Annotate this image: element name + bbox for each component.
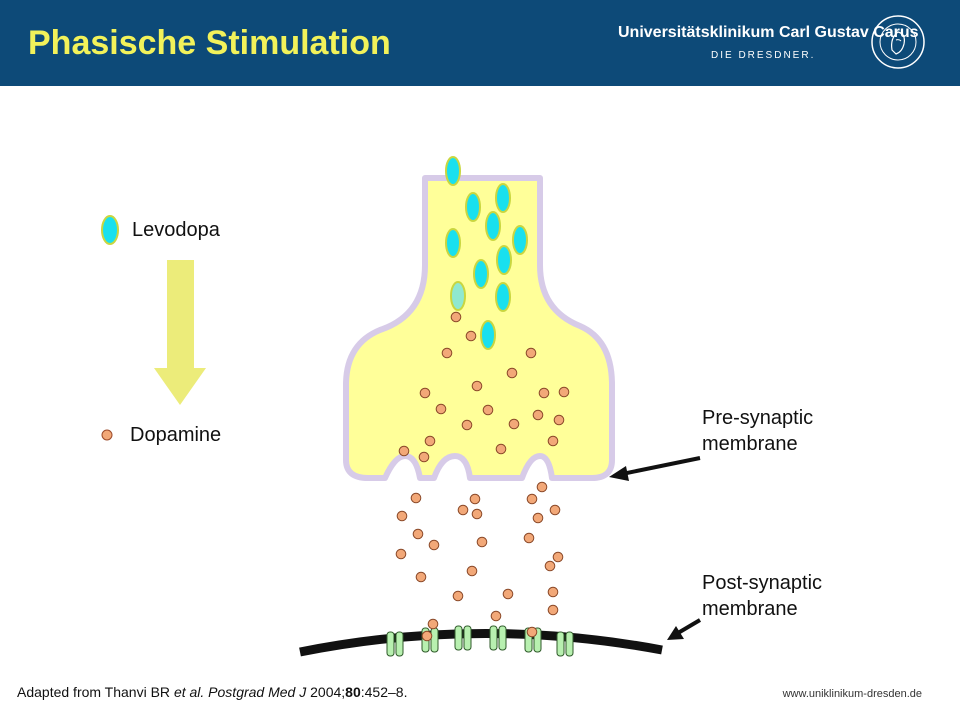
dopamine-receptor: [489, 625, 507, 651]
dopamine-molecule: [452, 590, 464, 602]
citation-year: 2004;: [306, 684, 346, 700]
dopamine-molecule: [415, 571, 427, 583]
dopamine-molecule: [471, 380, 483, 392]
website-url: www.uniklinikum-dresden.de: [782, 688, 922, 700]
dopamine-molecule: [418, 451, 430, 463]
pre-synaptic-label-line1: Pre-synaptic: [702, 407, 814, 429]
levodopa-molecule: [445, 228, 461, 258]
dopamine-molecule: [558, 386, 570, 398]
institution-name: Universitätsklinikum Carl Gustav Carus: [618, 24, 919, 41]
levodopa-molecule: [496, 245, 512, 275]
dopamine-molecule: [547, 604, 559, 616]
page-title: Phasische Stimulation: [28, 24, 391, 62]
citation-volume: 80: [345, 684, 361, 700]
dopamine-molecule: [441, 347, 453, 359]
levodopa-label: Levodopa: [132, 219, 220, 241]
dopamine-molecule: [553, 414, 565, 426]
citation-prefix: Adapted from Thanvi BR: [17, 684, 174, 700]
citation: Adapted from Thanvi BR et al. Postgrad M…: [17, 684, 407, 700]
dopamine-molecule: [536, 481, 548, 493]
dopamine-receptor: [556, 631, 574, 657]
dopamine-molecule: [469, 493, 481, 505]
dopamine-molecule: [457, 504, 469, 516]
pre-synaptic-pointer: [609, 456, 701, 481]
levodopa-molecule: [495, 183, 511, 213]
levodopa-molecule: [445, 156, 461, 186]
dopamine-molecule: [547, 435, 559, 447]
levodopa-molecule: [495, 282, 511, 312]
dopamine-molecule: [547, 586, 559, 598]
dopamine-molecule: [419, 387, 431, 399]
dopamine-molecule: [552, 551, 564, 563]
receptors: [386, 625, 574, 657]
pre-synaptic-label-line2: membrane: [702, 433, 798, 455]
pre-synaptic-label: Pre-synaptic membrane: [702, 405, 813, 457]
dopamine-molecule: [495, 443, 507, 455]
dopamine-molecule: [412, 528, 424, 540]
dopamine-molecule: [482, 404, 494, 416]
dopamine-molecule: [523, 532, 535, 544]
dopamine-molecule: [538, 387, 550, 399]
dopamine-molecule: [428, 539, 440, 551]
conversion-arrow: [154, 260, 206, 405]
levodopa-molecule: [465, 192, 481, 222]
dopamine-molecule: [525, 347, 537, 359]
dopamine-molecule: [471, 508, 483, 520]
dopamine-molecule: [506, 367, 518, 379]
legend-levodopa-icon: [101, 215, 119, 245]
dopamine-receptor: [454, 625, 472, 651]
citation-pages: :452–8.: [360, 684, 408, 700]
levodopa-molecule: [450, 281, 466, 311]
header-bar: Phasische Stimulation Universitätsklinik…: [0, 0, 960, 86]
presynaptic-terminal: [343, 175, 615, 481]
dopamine-molecule: [395, 548, 407, 560]
dopamine-molecule: [396, 510, 408, 522]
post-synaptic-pointer: [667, 618, 702, 640]
dopamine-receptor: [386, 631, 404, 657]
dopamine-molecule: [508, 418, 520, 430]
university-seal-logo: [871, 15, 925, 69]
citation-journal: et al. Postgrad Med J: [173, 684, 307, 700]
dopamine-molecule: [532, 512, 544, 524]
post-synaptic-label: Post-synaptic membrane: [702, 570, 822, 622]
legend-dopamine-icon: [101, 429, 113, 441]
dopamine-molecule: [450, 311, 462, 323]
levodopa-molecules: [445, 156, 528, 350]
dopamine-molecule: [427, 618, 439, 630]
dopamine-molecule: [526, 626, 538, 638]
postsynaptic-membrane: [299, 629, 663, 657]
post-synaptic-label-line2: membrane: [702, 598, 798, 620]
dopamine-molecule: [421, 630, 433, 642]
dopamine-molecule: [526, 493, 538, 505]
dopamine-molecule: [435, 403, 447, 415]
dopamine-label: Dopamine: [130, 424, 222, 446]
dopamine-molecule: [549, 504, 561, 516]
dopamine-molecule: [465, 330, 477, 342]
dopamine-molecule: [424, 435, 436, 447]
dopamine-molecule: [490, 610, 502, 622]
dopamine-molecule: [410, 492, 422, 504]
levodopa-molecule: [512, 225, 528, 255]
dopamine-molecule: [398, 445, 410, 457]
dopamine-molecule: [502, 588, 514, 600]
dopamine-molecule: [466, 565, 478, 577]
dopamine-molecule: [544, 560, 556, 572]
levodopa-molecule: [473, 259, 489, 289]
institution-subtitle: DIE DRESDNER.: [711, 50, 816, 61]
levodopa-molecule: [480, 320, 496, 350]
dopamine-molecule: [476, 536, 488, 548]
dopamine-molecule: [461, 419, 473, 431]
dopamine-molecules: [395, 311, 570, 642]
levodopa-molecule: [485, 211, 501, 241]
post-synaptic-label-line1: Post-synaptic: [702, 572, 823, 594]
dopamine-molecule: [532, 409, 544, 421]
